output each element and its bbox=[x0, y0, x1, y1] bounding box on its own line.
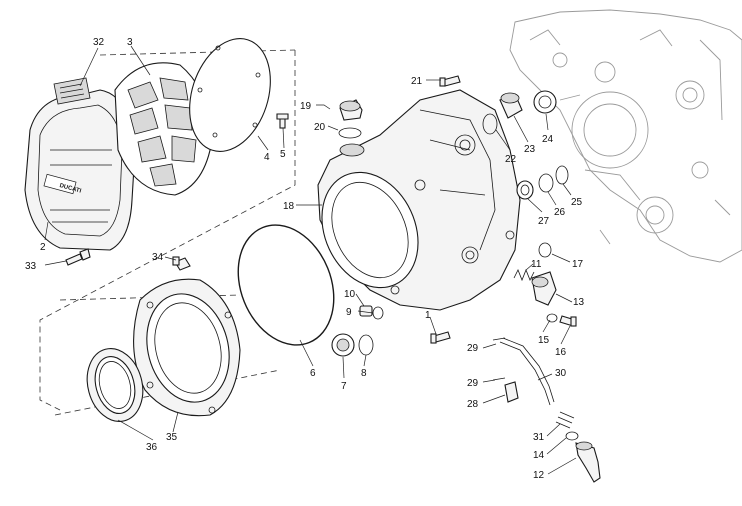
callout-24: 24 bbox=[542, 134, 554, 145]
washer-26 bbox=[538, 173, 554, 193]
screw-1 bbox=[430, 331, 451, 344]
clutch-grille bbox=[114, 62, 213, 196]
o-ring-20 bbox=[338, 127, 362, 139]
plug-10 bbox=[359, 305, 373, 317]
callout-34: 34 bbox=[152, 252, 164, 263]
bolt-33 bbox=[65, 248, 91, 266]
callout-9: 9 bbox=[346, 307, 352, 318]
gasket-6 bbox=[237, 224, 335, 346]
callout-33: 33 bbox=[25, 261, 37, 272]
bolt-34 bbox=[172, 256, 191, 271]
spring-11 bbox=[513, 268, 535, 282]
callout-12: 12 bbox=[533, 470, 545, 481]
callout-13: 13 bbox=[573, 297, 585, 308]
callout-31: 31 bbox=[533, 432, 545, 443]
callout-23: 23 bbox=[524, 144, 536, 155]
seal-ring-36 bbox=[86, 348, 144, 422]
callout-36: 36 bbox=[146, 442, 158, 453]
callout-5: 5 bbox=[280, 149, 286, 160]
callout-26: 26 bbox=[554, 207, 566, 218]
oil-filler-cap bbox=[339, 99, 363, 121]
screw-5 bbox=[276, 113, 289, 129]
clip-29 bbox=[492, 337, 506, 381]
callout-21: 21 bbox=[411, 76, 423, 87]
callout-18: 18 bbox=[283, 201, 295, 212]
callout-30: 30 bbox=[555, 368, 567, 379]
callout-28: 28 bbox=[467, 399, 479, 410]
callout-11: 11 bbox=[531, 259, 542, 270]
seal-27 bbox=[516, 180, 534, 200]
washer-15 bbox=[546, 313, 558, 323]
callout-35: 35 bbox=[166, 432, 178, 443]
clutch-housing-cover bbox=[317, 89, 521, 311]
callout-14: 14 bbox=[533, 450, 545, 461]
callout-16: 16 bbox=[555, 347, 567, 358]
elbow-fitting-13 bbox=[531, 271, 557, 306]
union-28 bbox=[504, 381, 519, 403]
leader-lines bbox=[44, 45, 577, 475]
circlip-25 bbox=[555, 165, 569, 185]
callout-3: 3 bbox=[127, 37, 133, 48]
callout-labels: 32 3 4 5 2 33 19 20 21 22 23 24 25 26 27… bbox=[25, 37, 585, 481]
clutch-cover-disc bbox=[189, 38, 271, 152]
clutch-cover-ring bbox=[133, 278, 241, 417]
o-ring-8 bbox=[358, 334, 374, 356]
o-ring-17 bbox=[538, 242, 552, 258]
callout-27: 27 bbox=[538, 216, 550, 227]
callout-1: 1 bbox=[425, 310, 431, 321]
callout-8: 8 bbox=[361, 368, 367, 379]
pipe-30 bbox=[499, 337, 555, 406]
seal-24 bbox=[533, 90, 557, 114]
callout-15: 15 bbox=[538, 335, 550, 346]
callout-6: 6 bbox=[310, 368, 316, 379]
washer-14 bbox=[565, 431, 579, 441]
bolt-16 bbox=[559, 315, 577, 327]
seal-22 bbox=[482, 113, 498, 135]
cover-brand-text: DUCATI bbox=[59, 183, 82, 195]
callout-22: 22 bbox=[505, 154, 517, 165]
callout-32: 32 bbox=[93, 37, 105, 48]
callout-2: 2 bbox=[40, 242, 46, 253]
callout-10: 10 bbox=[344, 289, 356, 300]
bolt-21 bbox=[439, 75, 461, 87]
callout-29b: 29 bbox=[467, 378, 479, 389]
callout-7: 7 bbox=[341, 381, 347, 392]
spring-31 bbox=[555, 411, 575, 429]
sensor-12 bbox=[575, 441, 601, 483]
sight-glass-7 bbox=[331, 333, 355, 357]
bushing-23 bbox=[499, 92, 523, 119]
callout-29a: 29 bbox=[467, 343, 479, 354]
callout-17: 17 bbox=[572, 259, 584, 270]
callout-4: 4 bbox=[264, 152, 270, 163]
washer-9 bbox=[372, 306, 384, 320]
callout-25: 25 bbox=[571, 197, 583, 208]
callout-19: 19 bbox=[300, 101, 312, 112]
callout-20: 20 bbox=[314, 122, 326, 133]
